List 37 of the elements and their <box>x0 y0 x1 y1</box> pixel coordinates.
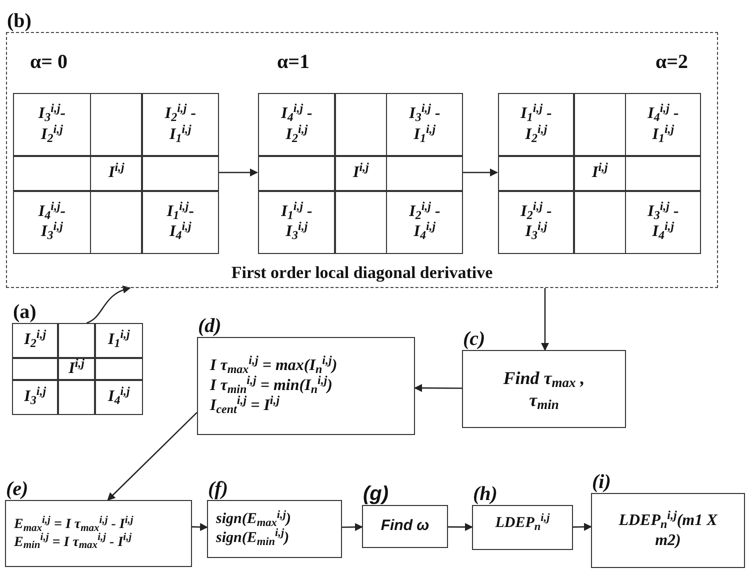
formula-text: E$_{max}$$^{i,j}$ = I τ$_{max}$$^{i,j}$ - I$^{i,j}$ <box>14 516 134 534</box>
panel-label: (c) <box>463 329 486 349</box>
matrix-cell: I$^{i,j}$ <box>58 358 94 380</box>
panel-label: (h) <box>473 484 498 504</box>
formula-text: Find ω <box>380 517 430 536</box>
arrow <box>448 523 473 532</box>
arrow <box>572 522 592 531</box>
arrow <box>86 286 131 324</box>
formula-text: I τ$_{max}$$^{i,j}$ = max(I$_{n}$$^{i,j}$) <box>210 356 338 376</box>
arrow <box>192 523 208 532</box>
arrow <box>107 412 198 501</box>
caption-text: First order local diagonal derivative <box>231 264 493 281</box>
arrow <box>342 523 363 532</box>
panel-label: (g) <box>363 484 389 504</box>
matrix-cell: I$^{i,j}$ <box>336 156 386 190</box>
arrow <box>218 168 258 176</box>
formula-text: LDEP$_{n}$$^{i,j}$(m1 X m2) <box>618 510 719 550</box>
matrix-cell: I$^{i,j}$ <box>91 156 142 190</box>
panel-label: (e) <box>6 479 28 499</box>
panel-label: (a) <box>13 302 36 322</box>
panel-label: (f) <box>208 479 228 499</box>
matrix-cell: I$^{i,j}$ <box>574 156 625 190</box>
arrow <box>462 168 498 176</box>
arrow <box>414 384 462 392</box>
formula-text: sign(E$_{min}$$^{i,j}$) <box>216 529 290 548</box>
alpha-label: α= 0 <box>30 52 68 72</box>
formula-text: sign(E$_{max}$$^{i,j}$) <box>216 510 291 529</box>
formula-text: I τ$_{min}$$^{i,j}$ = min(I$_{n}$$^{i,j}$) <box>210 376 332 396</box>
panel-label: (d) <box>198 316 222 336</box>
formula-text: Find τ$_{max}$ , τ$_{min}$ <box>502 366 586 412</box>
panel-label: (i) <box>592 472 611 492</box>
alpha-label: α=1 <box>277 52 310 72</box>
arrow <box>540 288 549 351</box>
panel-label: (b) <box>7 11 32 31</box>
alpha-label: α=2 <box>655 52 688 72</box>
formula-text: E$_{min}$$^{i,j}$ = I τ$_{max}$$^{i,j}$ - I$^{i,j}$ <box>14 534 132 551</box>
formula-text: I$_{cent}$$^{i,j}$ = I$^{i,j}$ <box>210 396 280 416</box>
